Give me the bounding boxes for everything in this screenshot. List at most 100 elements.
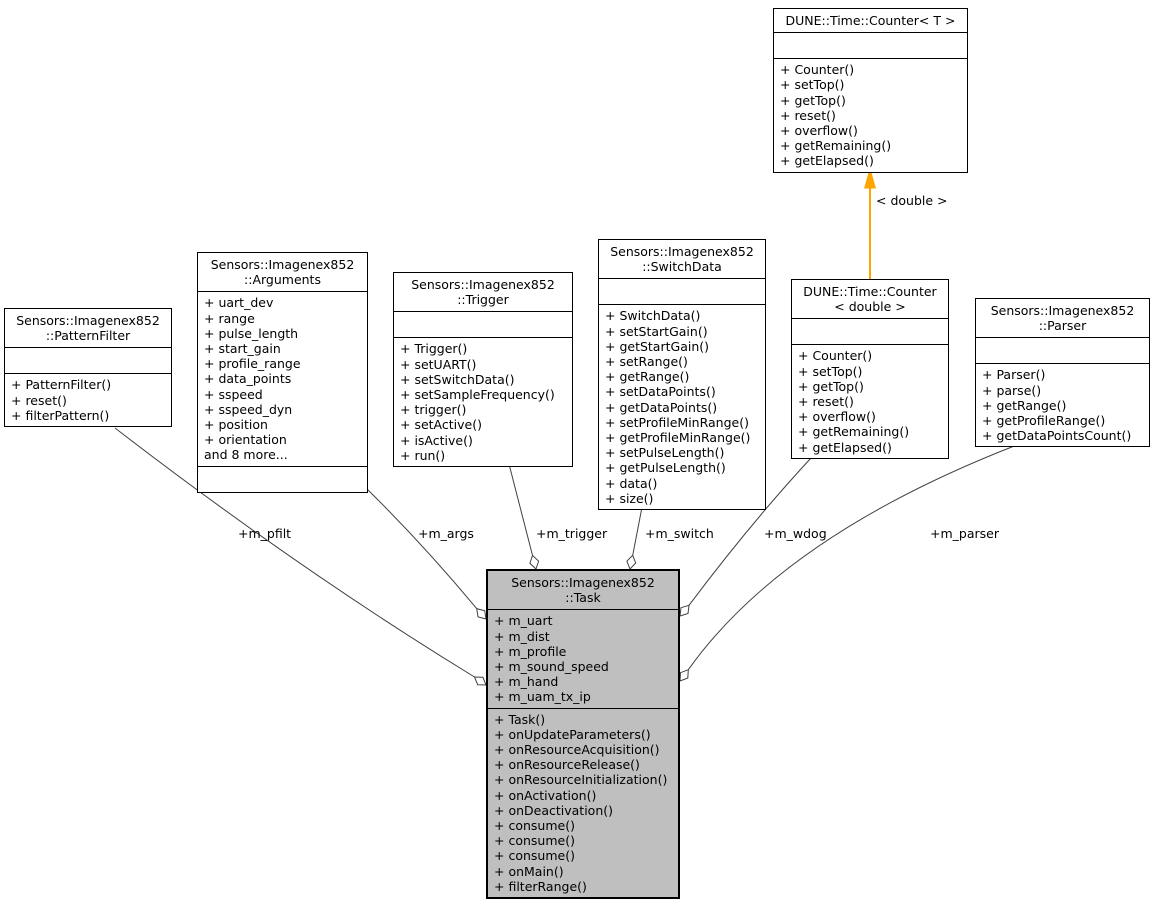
class-attributes (976, 338, 1149, 363)
class-attributes (599, 279, 765, 304)
member-line: + m_sound_speed (494, 659, 609, 675)
edge-label-m-switch: +m_switch (645, 526, 714, 541)
member-line: + m_uam_tx_ip (494, 689, 591, 705)
class-box-switchdata[interactable]: Sensors::Imagenex852 ::SwitchData + Swit… (598, 239, 766, 511)
member-line: + consume() (494, 818, 575, 834)
class-box-arguments[interactable]: Sensors::Imagenex852 ::Arguments + uart_… (197, 252, 368, 493)
member-line: + parse() (982, 382, 1042, 398)
class-title: Sensors::Imagenex852 ::Task (488, 571, 678, 611)
aggregation-diamond-m-trigger (529, 554, 540, 570)
class-methods: + PatternFilter()+ reset()+ filterPatter… (5, 373, 171, 426)
member-line: + start_gain (204, 341, 281, 357)
member-line: + setUART() (400, 356, 477, 372)
aggregation-diamond-m-parser (679, 668, 689, 682)
class-methods (198, 465, 367, 492)
member-line: + Parser() (982, 367, 1046, 383)
member-line: + isActive() (400, 432, 473, 448)
edge-label-m-wdog: +m_wdog (764, 526, 827, 541)
member-line: + getRange() (982, 397, 1067, 413)
member-line: + m_dist (494, 628, 550, 644)
aggregation-diamond-m-switch (626, 554, 637, 570)
member-line: + setStartGain() (605, 323, 708, 339)
class-title: Sensors::Imagenex852 ::Arguments (198, 253, 367, 293)
class-box-patternfilter[interactable]: Sensors::Imagenex852 ::PatternFilter + P… (4, 308, 172, 428)
member-line: + reset() (798, 394, 854, 410)
member-line: + getRange() (605, 369, 690, 385)
member-line: + Counter() (780, 62, 855, 78)
edge-label-template-double: < double > (876, 193, 948, 208)
member-line: + reset() (11, 392, 67, 408)
member-line: + getDataPoints() (605, 399, 718, 415)
member-line: + setDataPoints() (605, 384, 716, 400)
member-line: + Counter() (798, 348, 873, 364)
aggregation-diamond-m-pfilt (473, 676, 487, 686)
member-line: + m_uart (494, 613, 553, 629)
member-line: + setProfileMinRange() (605, 414, 749, 430)
member-line: + Trigger() (400, 341, 468, 357)
class-attributes: + m_uart+ m_dist+ m_profile+ m_sound_spe… (488, 610, 678, 707)
member-line: + getRemaining() (780, 138, 892, 154)
class-title: Sensors::Imagenex852 ::PatternFilter (5, 309, 171, 349)
member-line: + getDataPointsCount() (982, 428, 1132, 444)
class-title: Sensors::Imagenex852 ::Trigger (394, 273, 572, 313)
member-line: + consume() (494, 833, 575, 849)
member-line: + setRange() (605, 354, 688, 370)
member-line: + getProfileRange() (982, 413, 1106, 429)
class-box-task-highlighted[interactable]: Sensors::Imagenex852 ::Task + m_uart+ m_… (486, 569, 680, 900)
member-line: + SwitchData() (605, 308, 701, 324)
member-line: + setTop() (780, 77, 845, 93)
member-line: + setActive() (400, 417, 482, 433)
class-methods: + Parser()+ parse()+ getRange()+ getProf… (976, 363, 1149, 446)
member-line: + m_hand (494, 674, 559, 690)
edge-m-args (365, 487, 478, 609)
member-line: + getRemaining() (798, 424, 910, 440)
edge-label-m-parser: +m_parser (930, 526, 999, 541)
member-line: + onActivation() (494, 787, 597, 803)
member-line: + setSwitchData() (400, 371, 515, 387)
member-line: + onUpdateParameters() (494, 726, 651, 742)
class-methods: + Counter()+ setTop()+ getTop()+ reset()… (792, 344, 948, 457)
member-line: + getStartGain() (605, 338, 710, 354)
class-attributes (394, 312, 572, 337)
member-line: + getTop() (798, 378, 864, 394)
member-line: + overflow() (798, 409, 876, 425)
member-line: + consume() (494, 848, 575, 864)
class-box-dune-time-counter-double[interactable]: DUNE::Time::Counter < double > + Counter… (791, 279, 949, 459)
edge-m-pfilt (114, 427, 475, 678)
member-line: + getPulseLength() (605, 460, 726, 476)
member-line: + run() (400, 447, 446, 463)
edge-label-m-pfilt: +m_pfilt (238, 526, 292, 541)
edge-label-m-trigger: +m_trigger (536, 526, 608, 541)
class-box-parser[interactable]: Sensors::Imagenex852 ::Parser + Parser()… (975, 298, 1150, 448)
member-line: + trigger() (400, 402, 467, 418)
class-attributes: + uart_dev+ range+ pulse_length+ start_g… (198, 292, 367, 465)
member-line: + setTop() (798, 363, 863, 379)
member-line: + pulse_length (204, 325, 299, 341)
class-methods: + Task()+ onUpdateParameters()+ onResour… (488, 707, 678, 897)
class-title: DUNE::Time::Counter< T > (774, 9, 967, 34)
edge-m-switch (632, 501, 644, 556)
class-title: Sensors::Imagenex852 ::Parser (976, 299, 1149, 339)
member-line: + getElapsed() (780, 153, 874, 169)
class-methods: + Counter()+ setTop()+ getTop()+ reset()… (774, 58, 967, 171)
class-box-dune-time-counter-t[interactable]: DUNE::Time::Counter< T > + Counter()+ se… (773, 8, 968, 173)
member-line: + overflow() (780, 123, 858, 139)
member-line: + data_points (204, 371, 292, 387)
class-title: Sensors::Imagenex852 ::SwitchData (599, 240, 765, 280)
member-line: + m_profile (494, 643, 567, 659)
member-line: + orientation (204, 432, 287, 448)
class-attributes (5, 348, 171, 373)
member-line: + onResourceRelease() (494, 757, 640, 773)
member-line: + getProfileMinRange() (605, 430, 751, 446)
member-line: + onResourceInitialization() (494, 772, 668, 788)
edge-m-wdog (688, 457, 812, 606)
member-line: + PatternFilter() (11, 377, 112, 393)
member-line: + getElapsed() (798, 439, 892, 455)
member-line: + filterRange() (494, 878, 587, 894)
edge-m-parser (687, 442, 1023, 670)
member-line: + onResourceAcquisition() (494, 742, 660, 758)
member-line: + position (204, 417, 268, 433)
class-box-trigger[interactable]: Sensors::Imagenex852 ::Trigger + Trigger… (393, 272, 573, 468)
member-line: + sspeed (204, 386, 263, 402)
